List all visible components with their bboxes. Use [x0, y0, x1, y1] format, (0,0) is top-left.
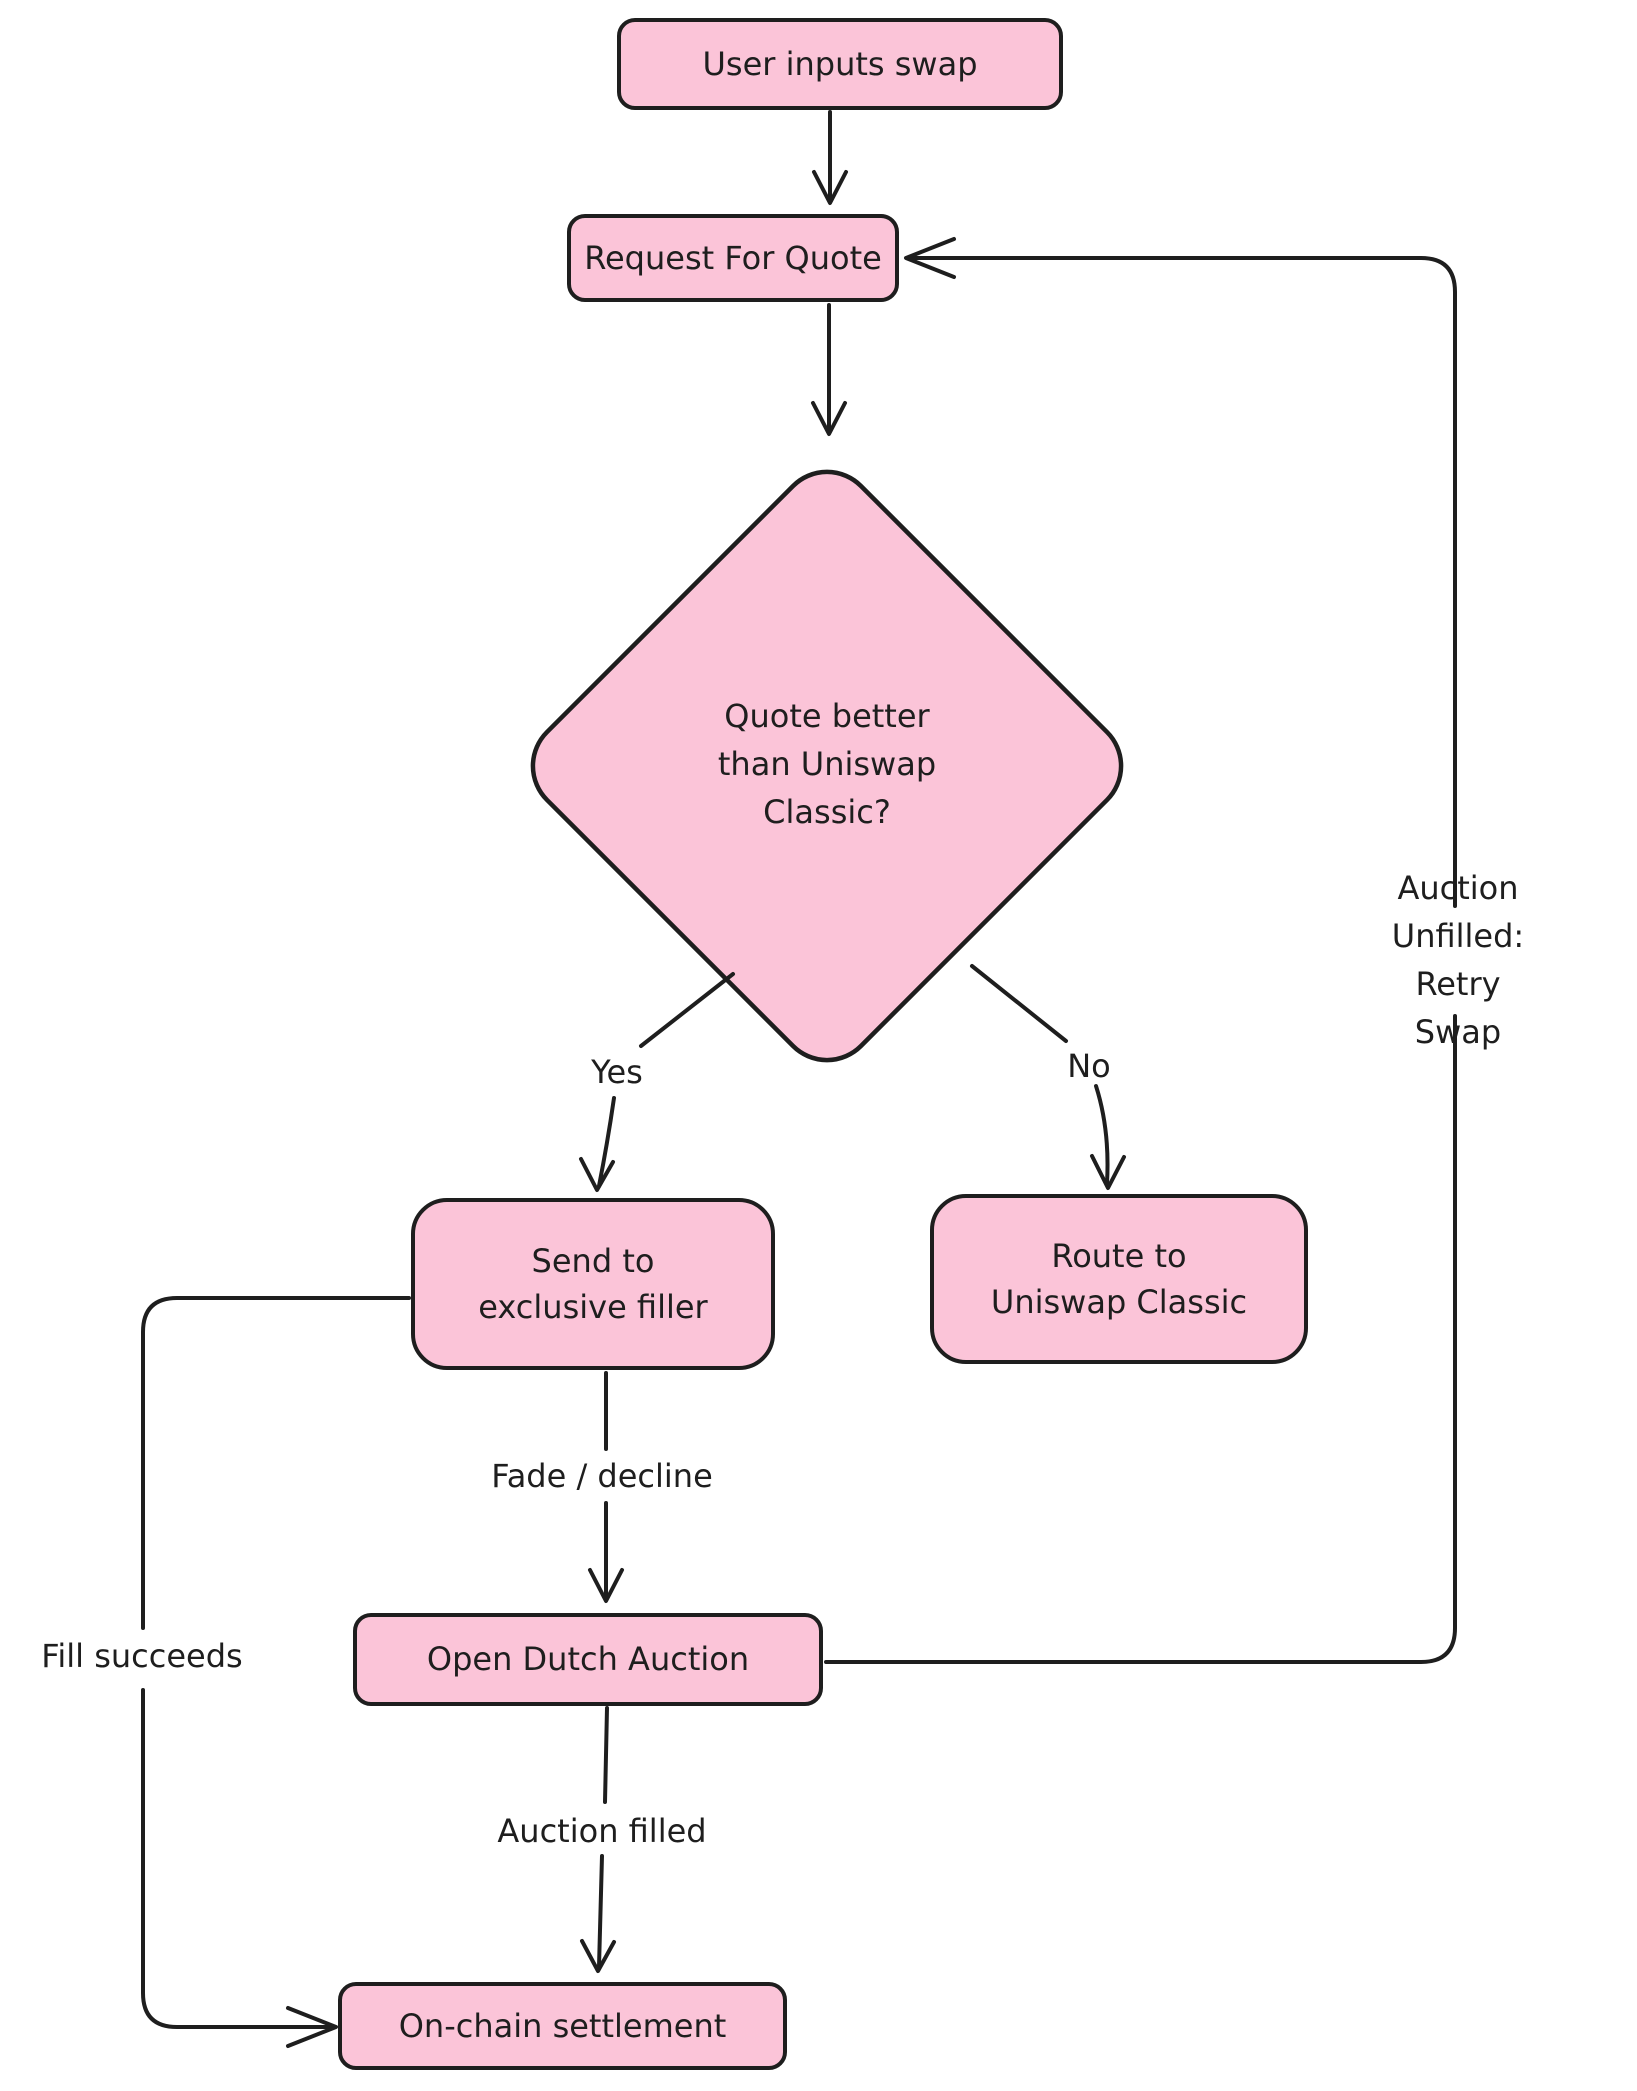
node-user-inputs-swap-label: User inputs swap — [702, 44, 978, 83]
node-send-to-exclusive-filler-label: Send to exclusive filler — [478, 1241, 708, 1326]
node-request-for-quote: Request For Quote — [567, 214, 899, 302]
arrowhead-yes — [579, 1157, 615, 1192]
edge-label-no: No — [1067, 1047, 1111, 1085]
edge-retry-lower — [824, 1014, 1457, 1664]
edge-label-fade-decline: Fade / decline — [491, 1457, 713, 1495]
node-open-dutch-auction-label: Open Dutch Auction — [426, 1640, 750, 1679]
arrowhead-rfq-to-decision — [811, 401, 847, 436]
arrowhead-input-to-rfq — [812, 170, 848, 205]
edge-no-upper — [970, 964, 1068, 1043]
arrowhead-fade — [588, 1568, 624, 1603]
node-on-chain-settlement-label: On-chain settlement — [398, 2006, 727, 2045]
edge-label-auction-unfilled: Auction Unfilled: Retry Swap — [1391, 869, 1525, 1051]
node-send-to-exclusive-filler: Send to exclusive filler — [411, 1198, 775, 1370]
edge-label-auction-filled: Auction filled — [497, 1812, 707, 1850]
decision-diamond-shape — [530, 469, 1124, 1063]
edge-yes-upper — [639, 972, 735, 1048]
edge-fill-succeeds-lower — [141, 1688, 332, 2029]
edge-fill-succeeds-upper — [141, 1296, 411, 1630]
node-route-to-uniswap-classic-label: Route to Uniswap Classic — [990, 1236, 1248, 1321]
edge-auction-filled-lower — [597, 1854, 604, 1969]
arrowhead-auction-filled — [580, 1939, 616, 1973]
node-request-for-quote-label: Request For Quote — [584, 238, 882, 277]
node-on-chain-settlement: On-chain settlement — [338, 1982, 787, 2070]
node-decision-label: Quote better than Uniswap Classic? — [717, 697, 937, 831]
node-route-to-uniswap-classic: Route to Uniswap Classic — [930, 1194, 1308, 1364]
edge-label-yes: Yes — [591, 1053, 643, 1091]
node-user-inputs-swap: User inputs swap — [617, 18, 1063, 110]
arrowhead-no — [1090, 1154, 1126, 1190]
edge-no-lower — [1094, 1084, 1110, 1185]
arrowhead-fill-succeeds — [286, 2006, 338, 2048]
edge-retry-upper — [910, 256, 1457, 908]
edge-auction-filled-upper — [603, 1706, 609, 1804]
edge-label-fill-succeeds: Fill succeeds — [41, 1637, 243, 1675]
edge-yes-lower — [597, 1096, 616, 1188]
arrowhead-retry — [904, 237, 956, 279]
node-open-dutch-auction: Open Dutch Auction — [353, 1613, 823, 1706]
